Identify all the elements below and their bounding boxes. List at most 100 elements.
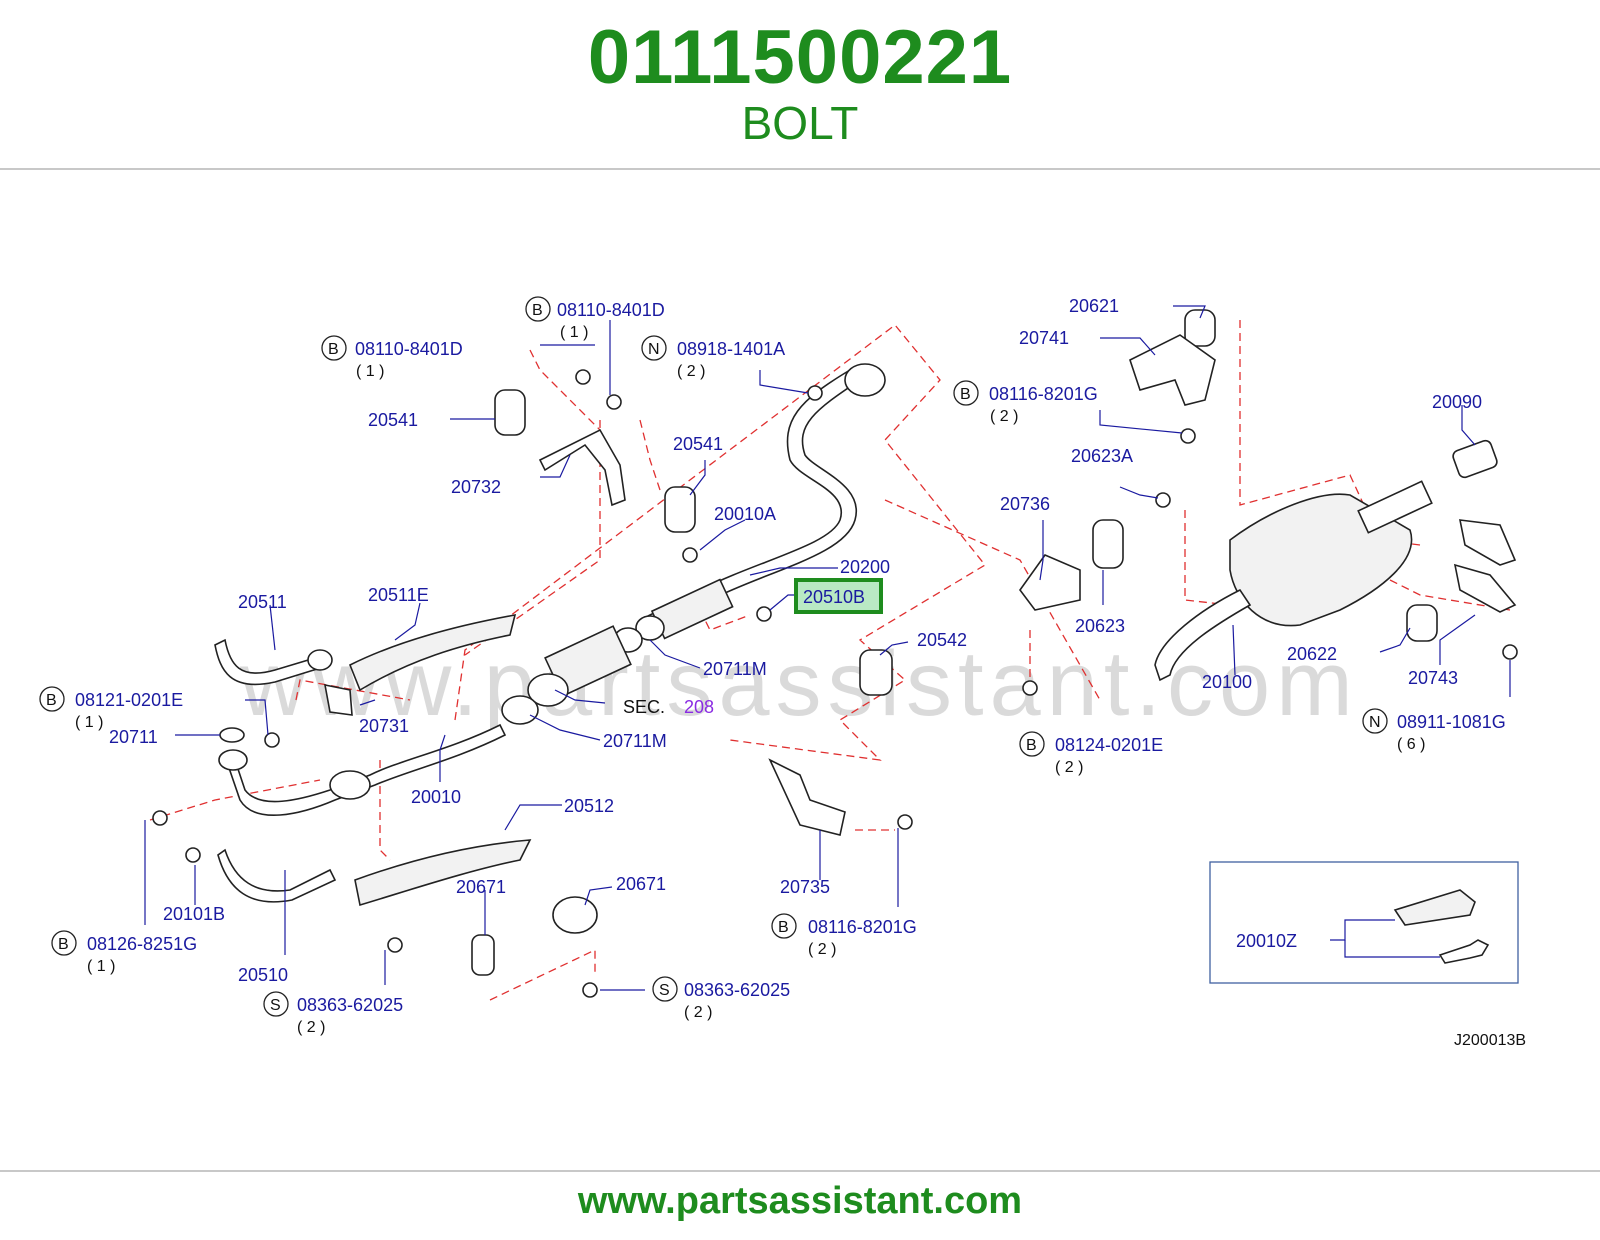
nut-icon-3 (185, 847, 201, 863)
label-20671-a[interactable]: 20671 (456, 877, 506, 897)
pipe-20510 (217, 848, 337, 903)
svg-text:( 2 ): ( 2 ) (808, 941, 836, 958)
label-20736[interactable]: 20736 (1000, 494, 1050, 514)
label-20090[interactable]: 20090 (1432, 392, 1482, 412)
label-20542[interactable]: 20542 (917, 630, 967, 650)
callout-c5[interactable]: B 08121-0201E ( 1 ) (39, 686, 183, 731)
header-divider (0, 168, 1600, 170)
kit-pipe-icon (1393, 889, 1476, 926)
callout-c4[interactable]: B 08116-8201G ( 2 ) (953, 380, 1098, 425)
tail-pipe (1357, 480, 1433, 534)
label-20200[interactable]: 20200 (840, 557, 890, 577)
label-20510[interactable]: 20510 (238, 965, 288, 985)
svg-text:( 2 ): ( 2 ) (677, 363, 705, 380)
pipe-20511 (214, 638, 332, 686)
label-20732[interactable]: 20732 (451, 477, 501, 497)
svg-text:N: N (648, 341, 660, 358)
label-20735[interactable]: 20735 (780, 877, 830, 897)
label-20010[interactable]: 20010 (411, 787, 461, 807)
callout-c6[interactable]: B 08124-0201E ( 2 ) (1019, 731, 1163, 776)
callout-c1[interactable]: B 08110-8401D ( 1 ) (525, 296, 665, 341)
label-20711M-b[interactable]: 20711M (603, 731, 667, 751)
kit-box-20010Z: 20010Z (1209, 861, 1519, 984)
leader-lines (144, 305, 1511, 991)
callout-c2[interactable]: B 08110-8401D ( 1 ) (321, 335, 463, 380)
mount-20541-b (664, 486, 696, 533)
heat-shield-20512 (354, 839, 532, 907)
label-20623A[interactable]: 20623A (1071, 446, 1133, 466)
label-20512[interactable]: 20512 (564, 796, 614, 816)
svg-text:08918-1401A: 08918-1401A (677, 339, 785, 359)
label-20010Z[interactable]: 20010Z (1236, 931, 1297, 951)
svg-text:08911-1081G: 08911-1081G (1397, 712, 1506, 732)
bolt-icon-10 (582, 982, 598, 998)
label-20100[interactable]: 20100 (1202, 672, 1252, 692)
svg-text:B: B (778, 919, 789, 936)
label-sec: SEC. (623, 697, 665, 717)
callout-c11[interactable]: B 08116-8201G ( 2 ) (771, 913, 917, 958)
label-20622[interactable]: 20622 (1287, 644, 1337, 664)
svg-text:B: B (46, 692, 57, 709)
mount-20542 (859, 649, 893, 696)
label-20510B[interactable]: 20510B (803, 587, 865, 607)
label-20511E[interactable]: 20511E (368, 585, 429, 605)
label-20101B[interactable]: 20101B (163, 904, 225, 924)
callout-c9[interactable]: S 08363-62025 ( 2 ) (263, 991, 403, 1036)
diagram-code: J200013B (1454, 1032, 1526, 1049)
gasket-20731 (323, 683, 353, 716)
bolt-icon-4 (1155, 492, 1171, 508)
bolt-icon-5 (682, 547, 698, 563)
bracket-20735 (768, 758, 846, 836)
callout-c10[interactable]: S 08363-62025 ( 2 ) (652, 976, 790, 1021)
svg-text:B: B (328, 341, 339, 358)
bolt-icon-11 (897, 814, 913, 830)
svg-text:B: B (532, 302, 543, 319)
svg-text:S: S (270, 997, 281, 1014)
svg-text:( 1 ): ( 1 ) (75, 714, 103, 731)
svg-text:B: B (58, 936, 69, 953)
svg-text:08116-8201G: 08116-8201G (808, 917, 917, 937)
kit-bolt-icon (1438, 939, 1490, 964)
svg-text:N: N (1369, 714, 1381, 731)
part-number: 0111500221 (587, 15, 1013, 100)
tail-finisher-20090 (1452, 439, 1498, 479)
label-20671-b[interactable]: 20671 (616, 874, 666, 894)
front-tube-20010 (227, 723, 507, 817)
callout-c7[interactable]: N 08911-1081G ( 6 ) (1362, 708, 1506, 753)
callout-c3[interactable]: N 08918-1401A ( 2 ) (641, 335, 785, 380)
gasket-20711M-b (501, 695, 539, 725)
label-20541-b[interactable]: 20541 (673, 434, 723, 454)
label-20711[interactable]: 20711 (109, 727, 158, 747)
bracket-20732 (538, 428, 626, 507)
label-20623[interactable]: 20623 (1075, 616, 1125, 636)
svg-text:( 6 ): ( 6 ) (1397, 736, 1425, 753)
mount-20623 (1092, 519, 1124, 569)
label-20741[interactable]: 20741 (1019, 328, 1069, 348)
label-20743[interactable]: 20743 (1408, 668, 1458, 688)
highlight-box-20510B (794, 578, 883, 614)
label-20711M-a[interactable]: 20711M (703, 659, 767, 679)
bracket-20743-b (1453, 563, 1517, 613)
gasket-20711 (219, 727, 245, 743)
bolt-icon-1 (575, 369, 591, 385)
label-sec-208[interactable]: 208 (684, 697, 714, 717)
parts-art (152, 309, 1518, 998)
bolt-icon-20510B (756, 606, 772, 622)
nut-icon-1 (807, 385, 823, 401)
label-20010A[interactable]: 20010A (714, 504, 776, 524)
svg-text:( 1 ): ( 1 ) (87, 958, 115, 975)
bolt-icon-7 (264, 732, 280, 748)
bracket-20736 (1019, 554, 1081, 611)
svg-text:B: B (960, 386, 971, 403)
footer-url[interactable]: www.partsassistant.com (577, 1180, 1023, 1222)
label-20511[interactable]: 20511 (238, 592, 287, 612)
callout-c8[interactable]: B 08126-8251G ( 1 ) (51, 930, 197, 975)
svg-text:( 1 ): ( 1 ) (560, 324, 588, 341)
label-20541-a[interactable]: 20541 (368, 410, 418, 430)
label-20621[interactable]: 20621 (1069, 296, 1119, 316)
svg-text:B: B (1026, 737, 1037, 754)
label-20731[interactable]: 20731 (359, 716, 409, 736)
svg-text:08116-8201G: 08116-8201G (989, 384, 1098, 404)
bolt-icon-2 (606, 394, 622, 410)
